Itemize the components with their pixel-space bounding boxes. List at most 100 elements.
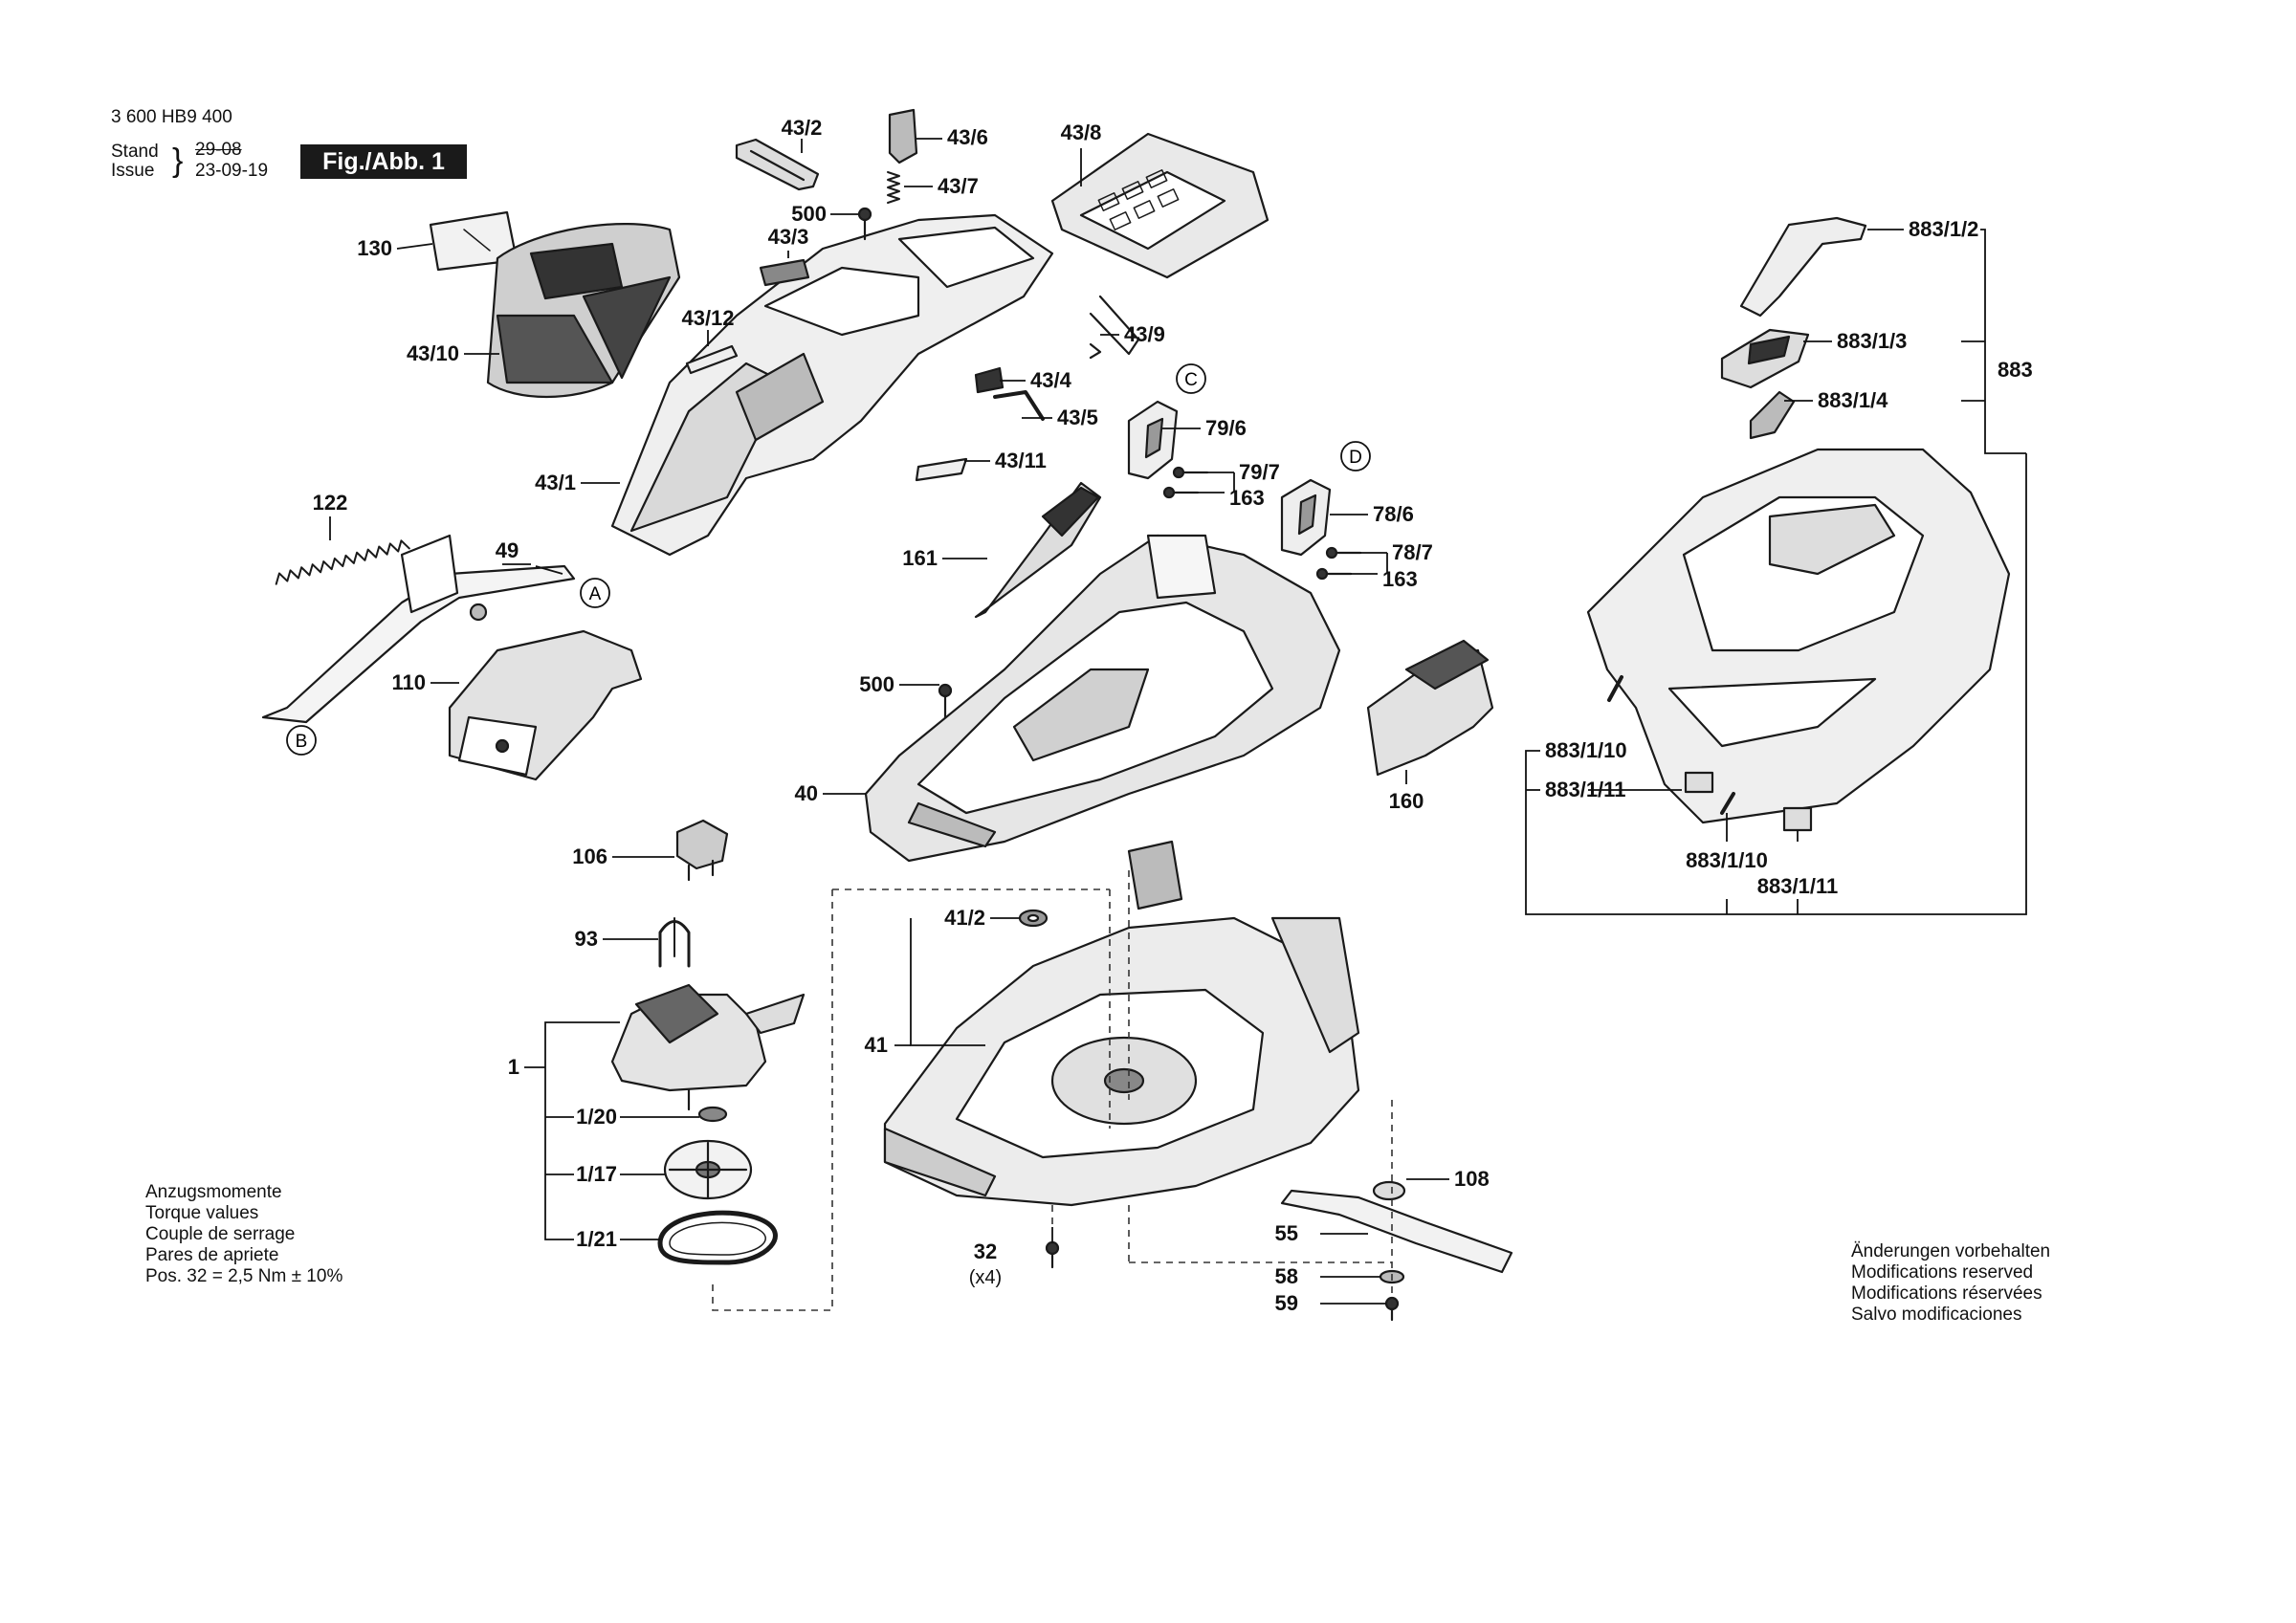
part-43-4-latch — [974, 366, 1004, 394]
connector-b — [286, 725, 317, 756]
label-883-1-10-a: 883/1/10 — [1545, 738, 1627, 762]
label-106: 106 — [572, 844, 607, 868]
label-883-1-11-a: 883/1/11 — [1545, 778, 1625, 801]
connector-c-label: C — [1184, 370, 1198, 390]
part-160-shield — [1366, 639, 1494, 777]
part-93-clip — [658, 917, 691, 968]
part-43-12-strip — [685, 344, 739, 375]
connector-a — [580, 578, 610, 608]
torque-note-line: Pos. 32 = 2,5 Nm ± 10% — [145, 1266, 343, 1286]
label-43-2: 43/2 — [782, 116, 823, 140]
label-1-17: 1/17 — [576, 1162, 617, 1186]
part-110-housing — [448, 629, 643, 781]
label-883-1-10-b: 883/1/10 — [1686, 848, 1768, 872]
label-1-20: 1/20 — [576, 1105, 617, 1129]
label-883-1-3: 883/1/3 — [1837, 329, 1907, 353]
part-43-1-frame — [610, 213, 1054, 557]
modification-note-line: Salvo modificaciones — [1851, 1305, 2022, 1325]
part-32-screw — [1045, 1240, 1060, 1269]
modification-note-line: Änderungen vorbehalten — [1851, 1241, 2051, 1261]
label-163-b: 163 — [1382, 567, 1418, 591]
part-43-11-label — [915, 457, 968, 482]
label-43-9: 43/9 — [1124, 322, 1165, 346]
label-161: 161 — [902, 546, 938, 570]
part-163-screw-a — [1162, 486, 1200, 499]
part-1-17-pulley — [663, 1139, 753, 1200]
stand-label: Stand — [111, 142, 159, 162]
label-43-3: 43/3 — [768, 225, 809, 249]
label-43-6: 43/6 — [947, 125, 988, 149]
label-43-4: 43/4 — [1030, 368, 1072, 392]
part-108-disc — [1372, 1180, 1406, 1201]
label-55: 55 — [1275, 1221, 1298, 1245]
label-500-top: 500 — [791, 202, 827, 226]
label-43-1: 43/1 — [535, 471, 576, 494]
label-883-1-2: 883/1/2 — [1909, 217, 1978, 241]
label-41-2: 41/2 — [944, 906, 985, 930]
label-110: 110 — [392, 670, 427, 694]
connector-circles: A B C D — [286, 363, 1371, 756]
label-59: 59 — [1275, 1291, 1298, 1315]
part-78-7-screw — [1325, 546, 1362, 559]
label-41: 41 — [865, 1033, 888, 1057]
label-883: 883 — [1998, 358, 2033, 382]
label-32: 32 — [974, 1239, 997, 1263]
part-43-3-cap — [759, 258, 810, 287]
label-32-qty: (x4) — [969, 1267, 1002, 1288]
part-79-7-screw — [1172, 466, 1209, 479]
part-500-screw-top — [857, 207, 872, 241]
label-108: 108 — [1454, 1167, 1490, 1191]
part-161-cover — [974, 481, 1102, 619]
label-130: 130 — [357, 236, 392, 260]
label-500-chassis: 500 — [859, 672, 894, 696]
part-43-7-spring — [887, 171, 900, 204]
doc-number: 3 600 HB9 400 — [111, 107, 232, 127]
part-43-10-cover — [486, 223, 681, 399]
part-1-21-belt — [657, 1210, 778, 1265]
label-79-6: 79/6 — [1205, 416, 1247, 440]
part-1-20-washer — [697, 1106, 728, 1123]
part-500-screw-chassis — [938, 683, 953, 719]
issue-date: 23-09-19 — [195, 161, 269, 181]
part-883-1-11-foot-b — [1782, 806, 1813, 832]
connector-c — [1176, 363, 1206, 394]
part-49-lever — [261, 534, 576, 724]
label-43-5: 43/5 — [1057, 406, 1098, 429]
label-58: 58 — [1275, 1264, 1298, 1288]
part-40-chassis — [864, 534, 1341, 863]
label-78-6: 78/6 — [1373, 502, 1414, 526]
label-43-12: 43/12 — [681, 306, 734, 330]
part-43-8-battery-cover — [1050, 132, 1269, 279]
modification-note-line: Modifications réservées — [1851, 1283, 2042, 1304]
part-883-1-4-clip — [1749, 390, 1796, 440]
part-43-2-clip — [735, 138, 820, 191]
issue-label: Issue — [111, 161, 155, 181]
part-43-5-pin — [993, 390, 1045, 421]
stand-date: 29-08 — [195, 140, 242, 160]
label-163-a: 163 — [1229, 486, 1265, 510]
part-43-9-spring — [1089, 295, 1140, 360]
torque-note-line: Pares de apriete — [145, 1245, 279, 1265]
torque-note-line: Torque values — [145, 1203, 259, 1223]
label-40: 40 — [795, 781, 818, 805]
part-labels: 43/2 43/6 43/8 43/7 500 43/3 130 43/12 4… — [313, 116, 2033, 1315]
modification-notes: Änderungen vorbehalten Modifications res… — [1851, 1241, 2050, 1326]
modification-note-line: Modifications reserved — [1851, 1262, 2034, 1283]
part-163-screw-b — [1315, 567, 1353, 581]
label-49: 49 — [496, 538, 519, 562]
torque-note-line: Couple de serrage — [145, 1224, 296, 1244]
part-41-deck — [883, 840, 1360, 1207]
connector-d — [1340, 441, 1371, 472]
torque-note-line: Anzugsmomente — [145, 1182, 282, 1202]
label-93: 93 — [575, 927, 598, 951]
part-1-motor — [610, 983, 806, 1111]
part-883-grassbox — [1586, 448, 2011, 824]
label-1: 1 — [508, 1055, 519, 1079]
part-883-1-10-pin-b — [1720, 792, 1735, 815]
part-106-switch — [675, 819, 729, 882]
label-122: 122 — [313, 491, 348, 515]
part-79-6-bracket — [1127, 400, 1179, 480]
leader-lines — [329, 138, 2027, 1305]
part-55-blade — [1280, 1189, 1513, 1274]
